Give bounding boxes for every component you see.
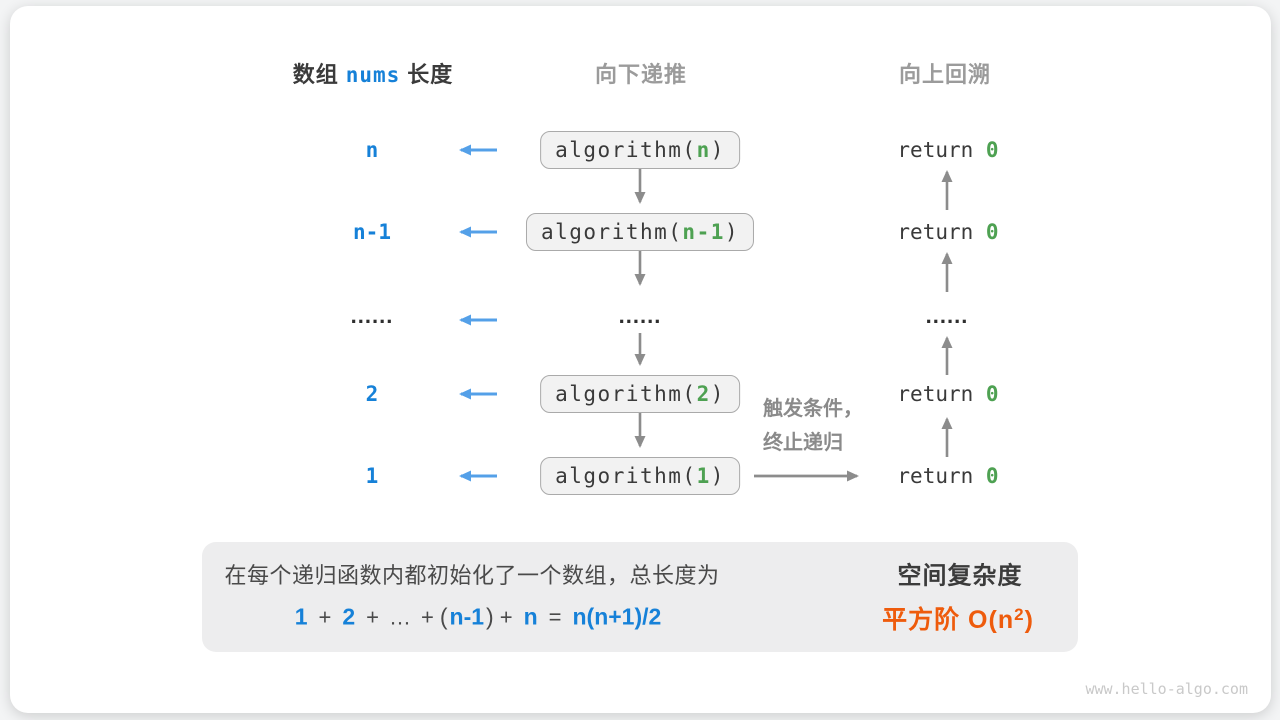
return-keyword: return <box>897 220 986 244</box>
column-header-recurse-down: 向下递推 <box>594 62 688 87</box>
length-label-n-1: n-1 <box>353 220 391 244</box>
formula-token: n <box>523 603 538 630</box>
complexity-exponent: 2 <box>1014 605 1025 624</box>
return-statement-2: return 0 <box>897 382 998 406</box>
ellipsis-middle: ...... <box>618 303 662 328</box>
space-complexity-value: 平方阶 O(n2) <box>882 600 1034 636</box>
trigger-note-line1: 触发条件， <box>763 398 863 420</box>
length-label-1: 1 <box>365 464 379 488</box>
return-value: 0 <box>985 382 999 406</box>
code-text: ) <box>710 464 725 488</box>
summary-panel <box>202 542 1078 652</box>
space-complexity-title: 空间复杂度 <box>897 562 1023 590</box>
code-arg: n-1 <box>682 220 725 244</box>
code-text: ) <box>710 382 725 406</box>
return-value: 0 <box>985 464 999 488</box>
algorithm-call-box-1: algorithm(1) <box>540 457 740 495</box>
code-arg: 2 <box>696 382 711 406</box>
return-value: 0 <box>985 138 999 162</box>
complexity-prefix: 平方阶 O(n <box>882 606 1015 634</box>
return-keyword: return <box>897 138 986 162</box>
header-nums-code: nums <box>345 63 401 87</box>
header-array-label: 数组 <box>292 62 339 87</box>
formula-token: … <box>389 604 411 630</box>
code-text: ) <box>724 220 740 244</box>
code-text: algorithm( <box>555 464 697 488</box>
header-length-label: 长度 <box>407 62 454 87</box>
column-header-backtrack-up: 向上回溯 <box>898 62 992 87</box>
return-value: 0 <box>985 220 999 244</box>
trigger-note-line2: 终止递归 <box>763 432 843 454</box>
code-text: algorithm( <box>555 382 697 406</box>
site-watermark: www.hello-algo.com <box>1085 680 1248 698</box>
code-text: ) <box>710 138 725 162</box>
return-statement-1: return 0 <box>897 464 998 488</box>
algorithm-call-box-n-1: algorithm(n-1) <box>525 213 755 251</box>
code-text: algorithm( <box>540 220 683 244</box>
algorithm-call-box-2: algorithm(2) <box>540 375 740 413</box>
formula-token: + <box>421 604 434 630</box>
code-text: algorithm( <box>555 138 697 162</box>
formula-token: + <box>318 604 332 630</box>
length-label-2: 2 <box>365 382 379 406</box>
algorithm-call-box-n: algorithm(n) <box>540 131 740 169</box>
length-label-n: n <box>365 138 379 162</box>
code-arg: n <box>696 138 711 162</box>
return-keyword: return <box>897 464 986 488</box>
formula-token: = <box>548 604 562 630</box>
formula-token: + <box>366 604 379 630</box>
formula-token: ) <box>486 603 494 630</box>
formula-token: n-1 <box>449 603 485 630</box>
ellipsis-right: ...... <box>925 303 969 328</box>
formula-token: 1 <box>294 603 308 630</box>
trigger-condition-note: 触发条件， 终止递归 <box>763 392 863 460</box>
formula-token: n(n+1)/2 <box>572 603 662 630</box>
ellipsis-left: ...... <box>350 303 394 328</box>
summary-text: 在每个递归函数内都初始化了一个数组，总长度为 <box>224 563 720 588</box>
return-statement-n: return 0 <box>897 138 998 162</box>
formula-token: ( <box>439 603 448 630</box>
return-statement-n-1: return 0 <box>897 220 998 244</box>
code-arg: 1 <box>696 464 711 488</box>
formula-token: 2 <box>342 603 356 630</box>
return-keyword: return <box>897 382 986 406</box>
summary-formula: 1+2+…+(n-1)+n=n(n+1)/2 <box>289 604 668 631</box>
complexity-suffix: ) <box>1024 606 1034 634</box>
formula-token: + <box>499 604 513 630</box>
